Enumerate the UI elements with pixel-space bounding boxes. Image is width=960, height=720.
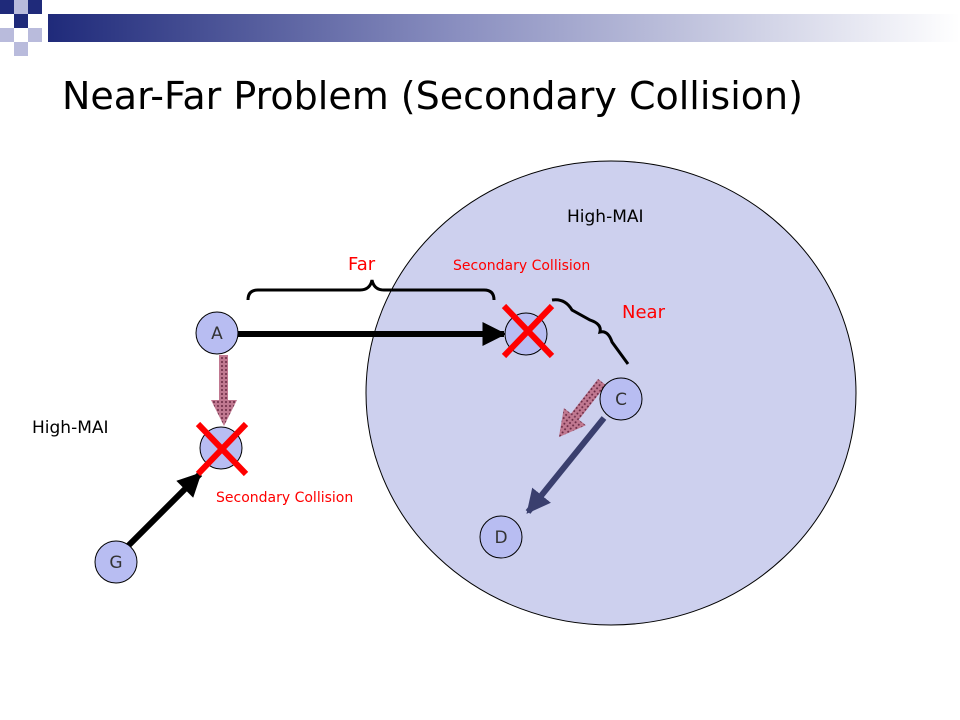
region-label-right: High-MAI (567, 207, 644, 227)
near-label: Near (622, 302, 666, 323)
svg-text:G: G (109, 553, 122, 573)
secondary-collision-label-bottom: Secondary Collision (216, 490, 353, 506)
page-title: Near-Far Problem (Secondary Collision) (62, 74, 803, 118)
signal-arrow-g-to-node (125, 471, 203, 549)
far-brace (246, 279, 496, 301)
interference-arrow-a-down (211, 355, 237, 426)
far-label: Far (348, 254, 376, 275)
secondary-collision-label-top: Secondary Collision (453, 258, 590, 274)
collision-x-icon (501, 303, 555, 359)
node-c: C (599, 377, 643, 421)
node-d: D (479, 515, 523, 559)
region-label-left: High-MAI (32, 418, 109, 438)
collision-x-icon (195, 421, 249, 477)
svg-text:C: C (615, 390, 627, 410)
near-brace (551, 298, 630, 365)
svg-text:D: D (494, 528, 507, 548)
header-decoration (0, 0, 960, 56)
link-arrow-c-to-d (525, 416, 607, 514)
node-g: G (94, 540, 138, 584)
svg-text:A: A (211, 324, 223, 344)
interference-arrow-c-to-b (558, 378, 606, 438)
node-a: A (195, 311, 239, 355)
